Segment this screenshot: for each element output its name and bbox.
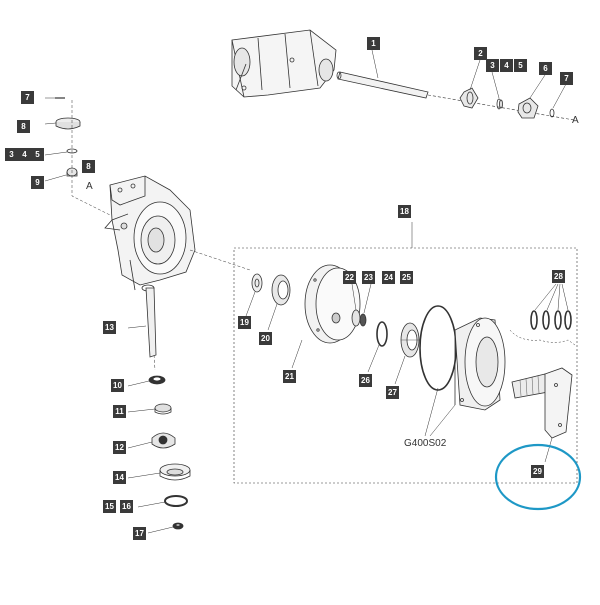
callout-1[interactable]: 1 [367, 37, 380, 50]
ring-part-26 [367, 321, 388, 373]
callout-25[interactable]: 25 [400, 271, 413, 284]
assembly-group-box [233, 247, 578, 484]
callout-12[interactable]: 12 [113, 441, 126, 454]
upper-housing [231, 29, 337, 98]
callout-11[interactable]: 11 [113, 405, 126, 418]
reference-letter-a-top: A [572, 115, 579, 126]
callout-15[interactable]: 15 [103, 500, 116, 513]
callout-3-left[interactable]: 3 [5, 148, 18, 161]
callout-10[interactable]: 10 [111, 379, 124, 392]
callout-16[interactable]: 16 [120, 500, 133, 513]
callout-19[interactable]: 19 [238, 316, 251, 329]
cap-part-6 [517, 97, 539, 119]
diagram-code-label: G400S02 [404, 438, 447, 449]
callout-17[interactable]: 17 [133, 527, 146, 540]
bearing-part-27 [394, 322, 420, 385]
nut-part-2 [459, 87, 479, 109]
highlight-circle [494, 443, 582, 511]
cover-part-21 [291, 264, 361, 369]
callout-8-mid[interactable]: 8 [82, 160, 95, 173]
flange-housing [454, 317, 506, 411]
callout-29[interactable]: 29 [531, 465, 544, 478]
callout-21[interactable]: 21 [283, 370, 296, 383]
rings-part-28 [509, 283, 576, 346]
shaft-part-1 [336, 71, 429, 99]
callout-14[interactable]: 14 [113, 471, 126, 484]
callout-4[interactable]: 4 [500, 59, 513, 72]
ring-part-7 [549, 108, 555, 118]
callout-24[interactable]: 24 [382, 271, 395, 284]
callout-6[interactable]: 6 [539, 62, 552, 75]
callout-27[interactable]: 27 [386, 386, 399, 399]
callout-5-left[interactable]: 5 [31, 148, 44, 161]
gear-housing [104, 175, 196, 292]
callout-23[interactable]: 23 [362, 271, 375, 284]
callout-28[interactable]: 28 [552, 270, 565, 283]
output-shaft-part-29 [511, 367, 573, 439]
callout-20[interactable]: 20 [259, 332, 272, 345]
callout-7-left[interactable]: 7 [21, 91, 34, 104]
shaft-part-13 [127, 287, 157, 358]
callout-22[interactable]: 22 [343, 271, 356, 284]
o-ring [419, 305, 457, 391]
callout-9[interactable]: 9 [31, 176, 44, 189]
callout-7-top[interactable]: 7 [560, 72, 573, 85]
reference-letter-a-left: A [86, 181, 93, 192]
callout-13[interactable]: 13 [103, 321, 116, 334]
small-parts-22-25 [351, 283, 372, 327]
callout-26[interactable]: 26 [359, 374, 372, 387]
callout-4-left[interactable]: 4 [18, 148, 31, 161]
callout-5[interactable]: 5 [514, 59, 527, 72]
seal-part-19 [245, 273, 263, 317]
bearing-part-20 [267, 274, 291, 331]
callout-2[interactable]: 2 [474, 47, 487, 60]
callout-8-left[interactable]: 8 [17, 120, 30, 133]
callout-18[interactable]: 18 [398, 205, 411, 218]
lower-bearing-stack [127, 375, 191, 534]
left-small-parts [44, 97, 111, 216]
callout-3[interactable]: 3 [486, 59, 499, 72]
